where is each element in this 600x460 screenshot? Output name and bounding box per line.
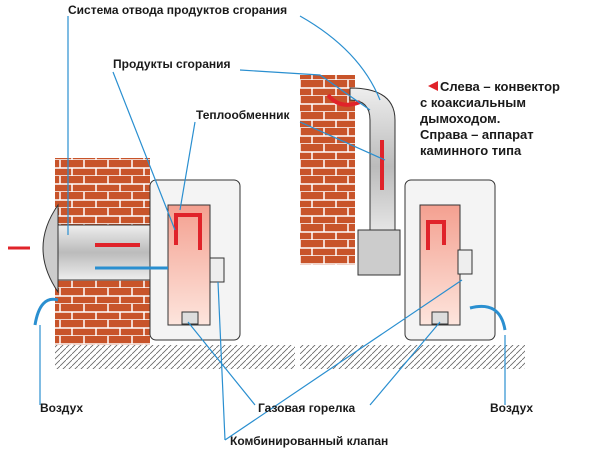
note-line-1: Слева – конвектор <box>440 79 560 94</box>
draft-hood <box>357 229 401 276</box>
note-line-2: с коаксиальным <box>420 95 526 110</box>
leader-lines <box>39 15 506 441</box>
ground-right <box>300 345 525 369</box>
air-arrow-left <box>33 297 59 326</box>
hot-flow-left <box>95 213 202 250</box>
label-combined-valve: Комбинированный клапан <box>230 434 388 448</box>
note-line-5: каминного типа <box>420 143 522 158</box>
label-combustion-products: Продукты сгорания <box>113 57 231 71</box>
note-pointer-icon <box>428 81 438 91</box>
wall-cap-dome <box>42 203 59 294</box>
air-arrow-right <box>469 304 507 331</box>
combined-valve-right <box>457 249 473 275</box>
label-gas-burner: Газовая горелка <box>258 401 355 415</box>
gas-burner-left <box>181 311 199 325</box>
label-air-left: Воздух <box>40 401 83 415</box>
combined-valve-left <box>209 257 225 283</box>
label-air-right: Воздух <box>490 401 533 415</box>
ground-left <box>55 345 295 369</box>
gas-burner-right <box>431 311 449 325</box>
note-line-3: дымоходом. <box>420 111 500 126</box>
label-heat-exchanger: Теплообменник <box>196 108 290 122</box>
flue-pipe <box>349 87 396 246</box>
hot-flow-right <box>326 93 446 250</box>
note-line-4: Справа – аппарат <box>420 127 534 142</box>
label-flue-system: Система отвода продуктов сгорания <box>68 3 287 17</box>
